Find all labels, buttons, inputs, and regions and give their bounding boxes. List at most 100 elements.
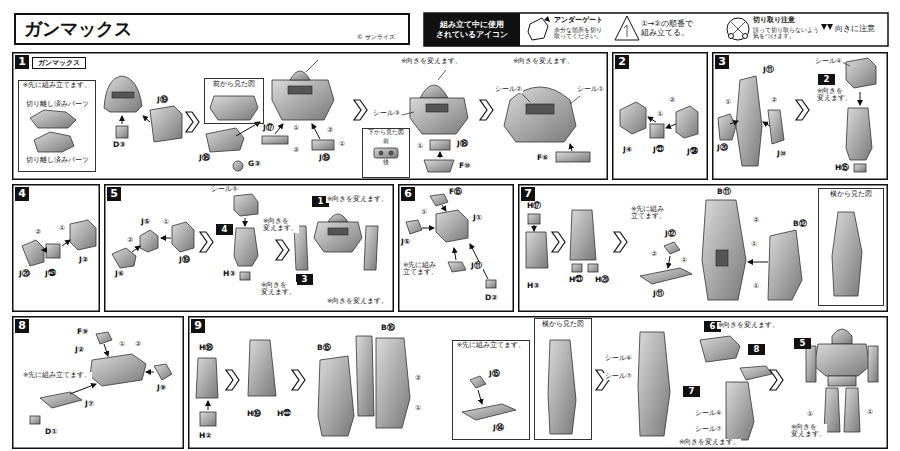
- note-text: ※向きを変えます。: [400, 58, 463, 65]
- step-panel: ※先に組み立てます。横から見た図68759: [188, 316, 888, 449]
- dark-part: [328, 228, 348, 235]
- part: [30, 110, 76, 128]
- legend-text: ①→②の順番で 組み立てる。: [640, 20, 694, 37]
- arrow: [570, 144, 572, 151]
- dark-part: [389, 151, 393, 155]
- step-reference-number: 5: [794, 338, 811, 349]
- part: [828, 376, 856, 386]
- part: [650, 124, 664, 138]
- part-label: J①: [472, 214, 483, 223]
- part: [290, 71, 310, 80]
- inset-note: 下から見た図: [367, 129, 405, 136]
- part-label: J⑪: [470, 262, 483, 271]
- order-number: ②: [126, 236, 134, 244]
- icon: [528, 18, 548, 40]
- part: [844, 388, 860, 432]
- step-panel: 4: [12, 184, 100, 312]
- part-label: J⑲: [178, 256, 191, 265]
- part-label: B⑫: [792, 220, 808, 229]
- part-label: J⑮: [488, 370, 501, 379]
- part-label: F⑥: [536, 154, 549, 163]
- arrow: [534, 225, 535, 231]
- part: [462, 404, 516, 420]
- part-label: D①: [44, 428, 59, 437]
- order-number: ①: [866, 408, 874, 416]
- part: [96, 332, 112, 344]
- arrow: [236, 122, 260, 136]
- part-label: J⑤: [140, 218, 151, 227]
- leader-line: [624, 25, 627, 37]
- part-label: J⑦: [84, 400, 95, 409]
- arrow: [860, 92, 861, 105]
- arrow: [454, 248, 456, 260]
- part: [638, 332, 670, 436]
- step-reference-box: 3: [296, 274, 313, 285]
- note-text: ※向きを変えます。: [678, 439, 741, 446]
- legend-text: アンダーゲート: [553, 16, 604, 24]
- part: [676, 106, 698, 138]
- leader-line: [570, 96, 580, 104]
- step-chevron: [354, 100, 367, 120]
- step-number: 5: [107, 187, 121, 201]
- part-label: H⑲: [246, 410, 262, 419]
- part-label: J⑭: [492, 424, 505, 433]
- step-number: 3: [715, 55, 729, 69]
- arrow: [312, 124, 320, 139]
- part-label: B⑪: [716, 188, 732, 197]
- part: [172, 222, 194, 252]
- icon-dark: [544, 16, 550, 22]
- part-label: J⑱: [198, 154, 211, 163]
- part: [548, 340, 576, 434]
- part: [768, 230, 802, 300]
- part: [314, 222, 362, 252]
- inset-note: 後: [382, 159, 390, 166]
- part-label: H㉑: [568, 276, 584, 285]
- order-number: ①: [58, 224, 66, 232]
- arrow: [208, 401, 209, 410]
- sticker-label: シール①: [576, 86, 605, 93]
- part: [806, 346, 816, 382]
- part: [588, 264, 598, 272]
- part: [22, 240, 44, 266]
- arrow: [470, 244, 488, 279]
- arrow: [748, 262, 768, 263]
- order-number: ①: [724, 98, 732, 106]
- part: [430, 194, 448, 206]
- icon-dark: [827, 24, 833, 30]
- step-reference-box: 8: [748, 344, 765, 355]
- part: [846, 58, 876, 88]
- part: [104, 76, 142, 112]
- step-panel: 23: [712, 52, 888, 180]
- step-reference-box: 5: [794, 338, 811, 349]
- order-number: ①: [292, 124, 300, 132]
- part: [740, 366, 772, 380]
- part: [262, 136, 288, 144]
- arrow: [763, 122, 770, 126]
- part-label: B⑯: [380, 324, 396, 333]
- part-label: H⑳: [594, 276, 610, 285]
- part: [234, 228, 258, 266]
- step-chevron: [796, 100, 809, 120]
- sticker-label: シール④: [814, 58, 843, 65]
- part-label: J②: [74, 346, 85, 355]
- part-label: J⑤: [400, 238, 411, 247]
- part: [234, 194, 258, 216]
- icon-heading: 組み立て中に使用 されているアイコン: [436, 20, 508, 38]
- copyright-text: © サンライズ: [356, 34, 396, 41]
- part: [318, 356, 354, 436]
- step-reference-box: 7: [683, 386, 700, 397]
- part: [718, 114, 736, 140]
- dark-part: [288, 86, 312, 94]
- order-number: ①: [414, 404, 422, 412]
- step-reference-number: 4: [216, 224, 233, 235]
- order-number: ①: [752, 282, 760, 290]
- step-chevron: [770, 370, 783, 390]
- step-panel: ガンマックス※先に組み立てます。切り離し済みパーツ切り離し済みパーツ前から見た図…: [12, 52, 608, 180]
- icon-description: 誤って切り取らないよう 気をつけます。: [752, 27, 820, 40]
- title-bar: ガンマックス: [14, 13, 410, 45]
- icon: [729, 34, 734, 39]
- part-label: J⑰: [262, 124, 275, 133]
- dark-part: [526, 104, 554, 114]
- order-number: ②: [34, 228, 42, 236]
- order-number: ①: [656, 110, 664, 118]
